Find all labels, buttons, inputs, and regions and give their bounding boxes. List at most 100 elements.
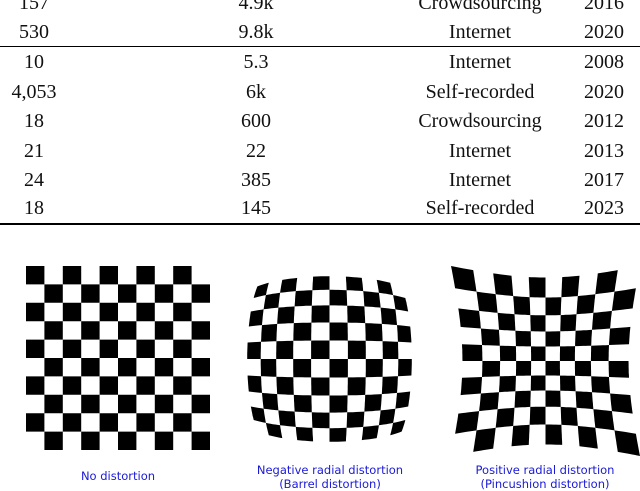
checker-square (560, 314, 576, 331)
checker-square (493, 273, 513, 296)
checkerboard-squares (247, 276, 412, 442)
checker-square (560, 346, 575, 361)
checkerboard-no-distortion (26, 266, 210, 450)
checker-square (348, 377, 366, 395)
checker-square (63, 303, 81, 321)
checker-square (293, 323, 311, 341)
checker-square (561, 407, 578, 426)
checker-square (294, 395, 312, 412)
checker-square (44, 432, 62, 450)
checker-square (296, 427, 313, 442)
checker-square (26, 413, 44, 431)
checker-square (44, 321, 62, 339)
cell-year: 2013 (514, 141, 640, 161)
checker-square (382, 376, 398, 394)
checker-square (264, 293, 281, 310)
checker-square (266, 423, 282, 438)
checker-square (26, 376, 44, 394)
checker-square (26, 340, 44, 358)
checkerboard-squares (26, 266, 210, 450)
caption-line: Positive radial distortion (450, 463, 640, 477)
checker-square (513, 296, 530, 315)
checker-square (591, 376, 610, 393)
checker-square (44, 395, 62, 413)
checker-square (560, 376, 576, 392)
checker-square (81, 358, 99, 376)
checker-square (276, 377, 293, 395)
checker-square (118, 358, 136, 376)
cell-year: 2020 (514, 82, 640, 102)
checker-square (118, 432, 136, 450)
checker-square (348, 341, 366, 359)
checker-square (26, 266, 44, 284)
checker-square (561, 276, 579, 298)
checker-square (575, 330, 592, 346)
checker-square (192, 321, 210, 339)
checker-square (100, 413, 118, 431)
checker-square (546, 361, 561, 376)
checker-square (261, 359, 277, 377)
checker-square (462, 344, 482, 361)
checker-square (461, 377, 482, 395)
caption-line: (Barrel distortion) (235, 477, 425, 491)
checker-square (173, 413, 191, 431)
checker-square (136, 413, 154, 431)
checkerboard-barrel-distortion (237, 266, 422, 452)
checker-square (100, 303, 118, 321)
checker-square (81, 395, 99, 413)
checker-square (155, 284, 173, 302)
checker-square (249, 309, 264, 326)
checker-square (330, 359, 348, 378)
checker-square (312, 276, 329, 290)
checker-square (546, 425, 563, 445)
caption-barrel-distortion: Negative radial distortion (Barrel disto… (235, 463, 425, 491)
checker-square (393, 295, 408, 311)
cell-count: 157 (0, 0, 124, 13)
checker-square (473, 428, 496, 452)
checker-square (136, 340, 154, 358)
checker-square (192, 395, 210, 413)
checker-square (277, 306, 294, 324)
checker-square (347, 412, 365, 428)
checker-square (311, 341, 329, 360)
cell-count: 24 (0, 170, 124, 190)
checker-square (63, 413, 81, 431)
checker-square (118, 321, 136, 339)
cell-count: 18 (0, 111, 124, 131)
checker-square (346, 277, 363, 292)
checker-square (276, 341, 293, 359)
checker-square (575, 361, 591, 376)
checker-square (546, 391, 561, 407)
checker-square (248, 376, 262, 393)
checker-square (136, 303, 154, 321)
checker-square (330, 428, 347, 442)
checker-square (63, 376, 81, 394)
cell-size: 145 (166, 198, 346, 218)
checker-square (365, 323, 382, 341)
checker-square (330, 290, 348, 306)
checker-square (192, 432, 210, 450)
checkerboard-pincushion-distortion (451, 266, 640, 456)
checker-square (330, 395, 348, 412)
cell-count: 18 (0, 198, 124, 218)
checker-square (262, 393, 278, 411)
cell-year: 2017 (514, 170, 640, 190)
checker-square (63, 266, 81, 284)
checker-square (100, 340, 118, 358)
checker-square (530, 407, 546, 425)
checker-square (44, 284, 62, 302)
checker-square (576, 391, 594, 409)
checker-square (311, 305, 329, 322)
checker-square (136, 376, 154, 394)
checker-square (397, 325, 411, 342)
checker-square (63, 340, 81, 358)
checker-square (482, 361, 500, 377)
cell-count: 10 (0, 52, 124, 72)
checker-square (546, 297, 562, 315)
caption-line: (Pincushion distortion) (450, 477, 640, 491)
checker-square (610, 394, 633, 414)
caption-line: Negative radial distortion (235, 463, 425, 477)
checker-square (515, 331, 531, 347)
checker-square (26, 303, 44, 321)
checker-square (173, 303, 191, 321)
